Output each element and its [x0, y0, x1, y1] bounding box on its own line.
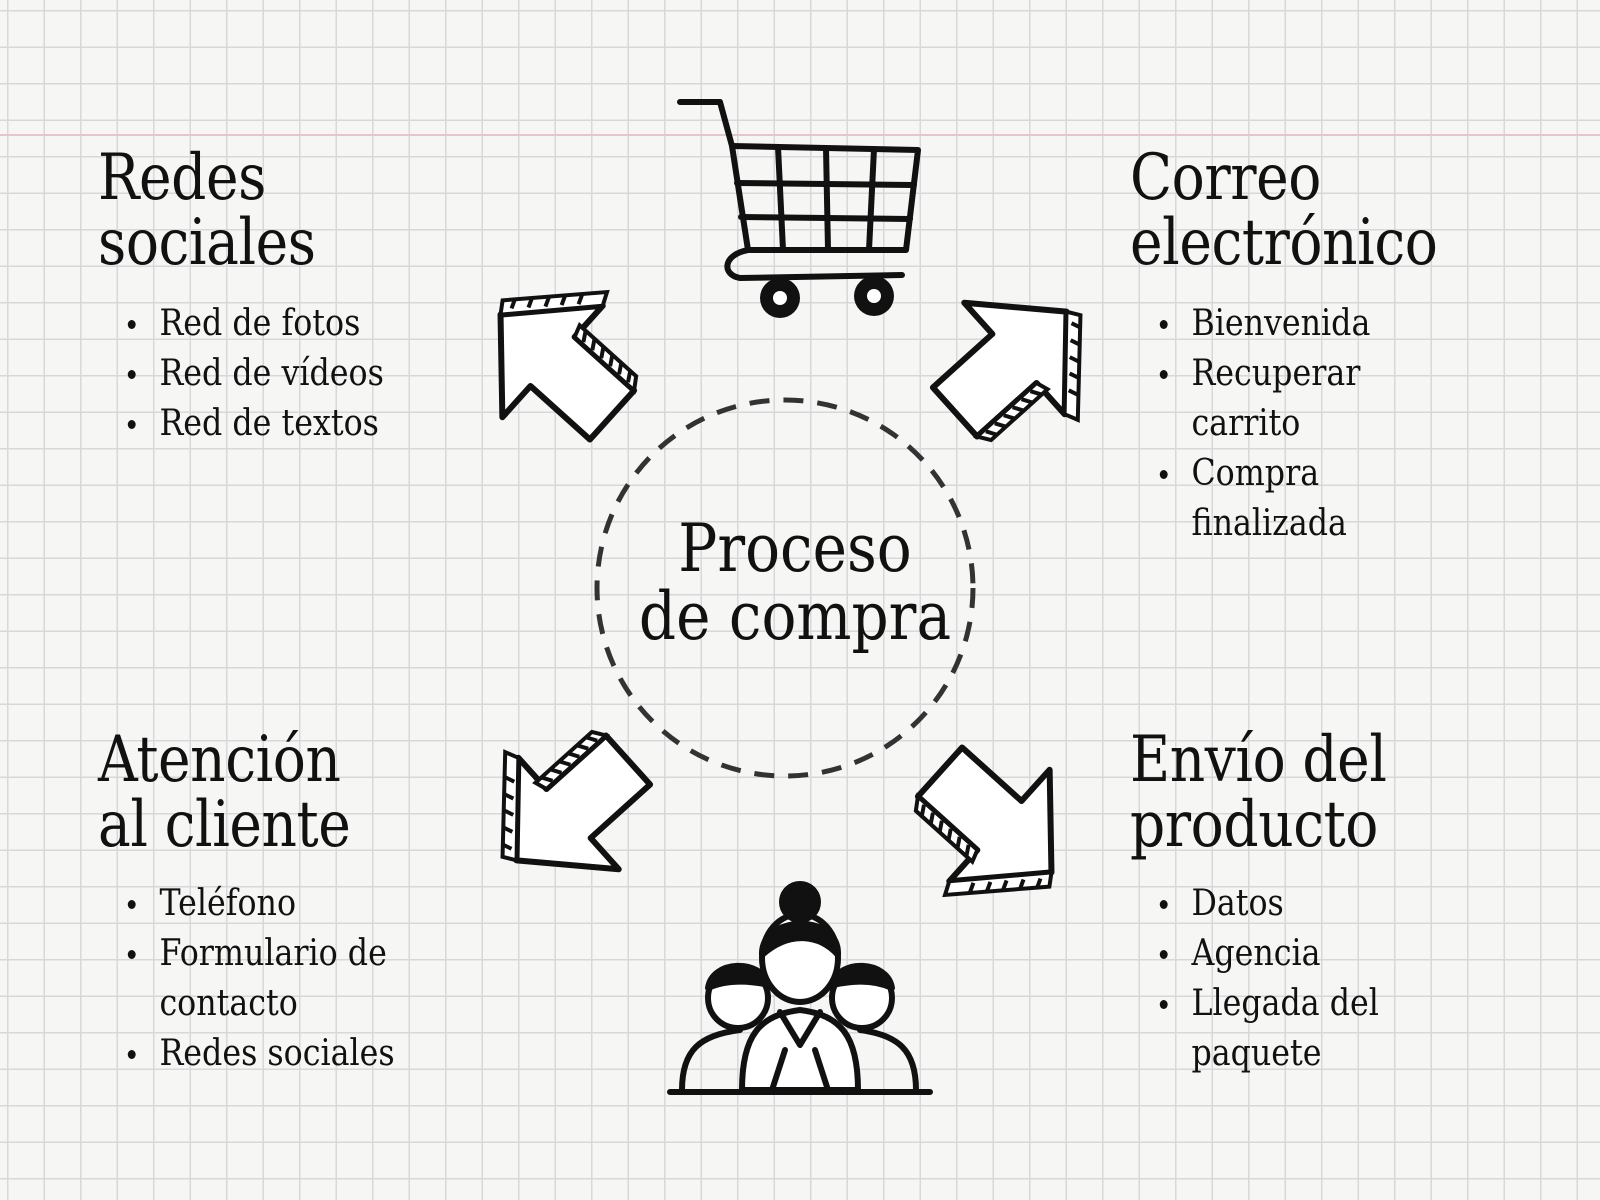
list-item: Formulario de contacto: [126, 929, 423, 1029]
section-list: Datos Agencia Llegada del paquete: [1158, 879, 1436, 1079]
list-item: Redes sociales: [126, 1029, 423, 1079]
section-title-line1: Correo: [1130, 141, 1322, 215]
notebook-margin-line: [0, 134, 1600, 136]
center-dashed-circle: [594, 397, 976, 779]
section-title-line1: Atención: [98, 723, 341, 797]
list-item: Red de textos: [126, 399, 384, 449]
list-item: Teléfono: [126, 879, 423, 929]
section-title-line1: Envío del: [1130, 723, 1387, 797]
section-title-line2: electrónico: [1130, 206, 1438, 281]
arrow-lower-left: [452, 695, 678, 922]
shopping-cart-icon: [677, 99, 921, 318]
list-item: Red de fotos: [126, 299, 384, 349]
section-atencion-cliente: Atención al cliente Teléfono Formulario …: [98, 723, 464, 1079]
section-title: Redes sociales: [98, 141, 374, 281]
section-title-line2: sociales: [98, 206, 316, 281]
section-title: Atención al cliente: [98, 723, 413, 863]
arrow-upper-right: [905, 251, 1131, 478]
section-title: Correo electrónico: [1130, 141, 1438, 281]
section-envio-producto: Envío del producto Datos Agencia Llegada…: [1130, 723, 1436, 1079]
arrow-lower-right: [881, 716, 1107, 943]
list-item: Agencia: [1158, 929, 1403, 979]
list-item: Compra finalizada: [1158, 449, 1385, 549]
center-label-line2: de compra: [638, 578, 952, 655]
list-item: Bienvenida: [1158, 299, 1448, 349]
section-list: Red de fotos Red de vídeos Red de textos: [126, 299, 419, 449]
arrow-upper-left: [444, 244, 670, 471]
section-title-line2: al cliente: [98, 788, 351, 863]
list-item: Red de vídeos: [126, 349, 384, 399]
section-redes-sociales: Redes sociales Red de fotos Red de vídeo…: [98, 141, 419, 449]
customer-group-icon: [667, 881, 933, 1095]
section-title-line2: producto: [1130, 788, 1379, 863]
section-correo-electronico: Correo electrónico Bienvenida Recuperar …: [1130, 141, 1487, 549]
center-label: Proceso de compra: [600, 515, 990, 651]
list-item: Datos: [1158, 879, 1403, 929]
list-item: Recuperar carrito: [1158, 349, 1367, 449]
section-title: Envío del producto: [1130, 723, 1393, 863]
section-list: Bienvenida Recuperar carrito Compra fina…: [1158, 299, 1487, 549]
section-list: Teléfono Formulario de contacto Redes so…: [126, 879, 464, 1079]
list-item: Llegada del paquete: [1158, 979, 1403, 1079]
center-label-line1: Proceso: [678, 510, 912, 587]
section-title-line1: Redes: [98, 141, 266, 215]
